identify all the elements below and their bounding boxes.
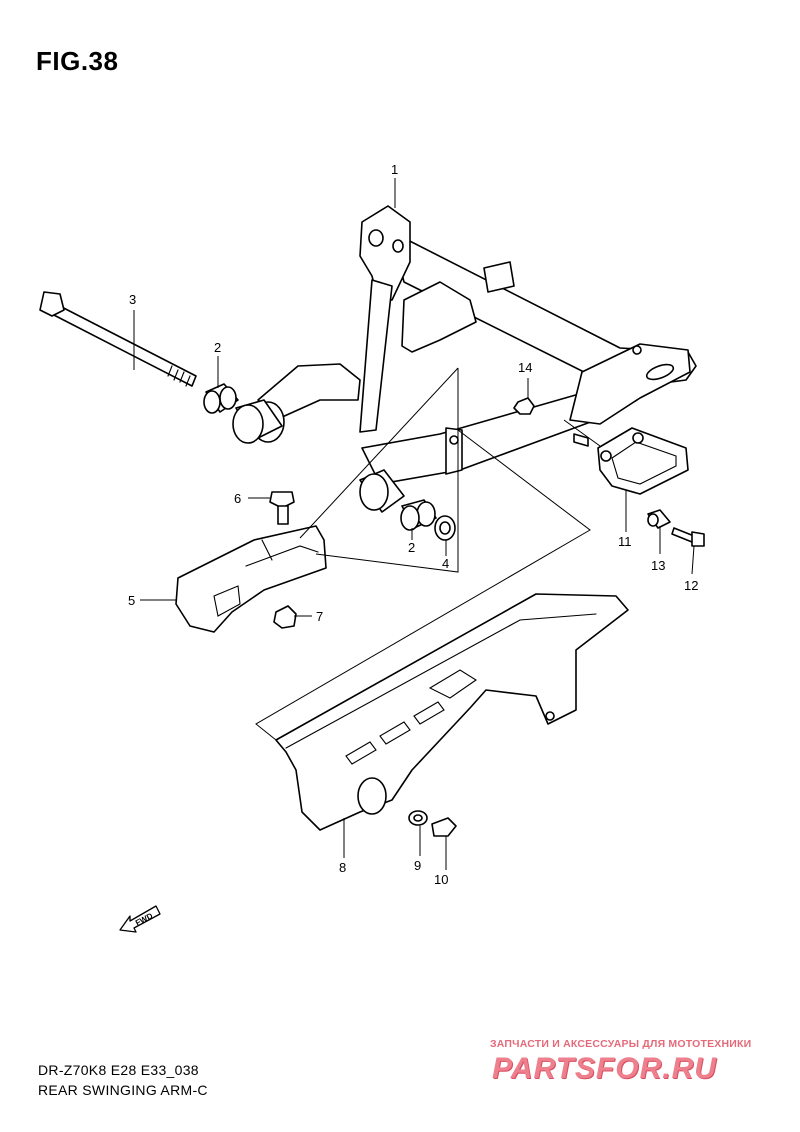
callout-labels: 1 2 2 3 4 5 6 7 8 9 10 11 12 13 14 <box>128 162 698 887</box>
spacer-part-2-upper[interactable] <box>203 383 239 414</box>
chain-case-part-8[interactable] <box>275 593 629 831</box>
callout-9: 9 <box>414 858 421 873</box>
figure-title: FIG.38 <box>36 46 119 76</box>
chain-slider-part-5[interactable] <box>175 525 327 633</box>
callout-2-lower: 2 <box>408 540 415 555</box>
callout-1: 1 <box>391 162 398 177</box>
washer-part-9[interactable] <box>408 810 428 826</box>
section-name: REAR SWINGING ARM-C <box>38 1082 208 1098</box>
callout-4: 4 <box>442 556 449 571</box>
model-code: DR-Z70K8 E28 E33_038 <box>38 1062 199 1078</box>
nut-part-4[interactable] <box>434 515 456 541</box>
watermark-brand-logo: PARTSFOR.RU <box>492 1052 717 1085</box>
callout-5: 5 <box>128 593 135 608</box>
bolt-part-12[interactable] <box>671 527 705 547</box>
nut-part-14[interactable] <box>513 397 535 415</box>
callout-13: 13 <box>651 558 665 573</box>
assembly-guide-lines <box>255 367 601 741</box>
watermark-tagline: ЗАПЧАСТИ И АКСЕССУАРЫ ДЛЯ МОТОТЕХНИКИ <box>490 1038 752 1050</box>
callout-14: 14 <box>518 360 532 375</box>
callout-leader-lines <box>133 178 695 870</box>
swing-arm-part-1[interactable] <box>232 205 697 513</box>
callout-12: 12 <box>684 578 698 593</box>
nut-part-7[interactable] <box>273 605 297 629</box>
callout-8: 8 <box>339 860 346 875</box>
spacer-part-2-lower[interactable] <box>400 499 437 531</box>
callout-10: 10 <box>434 872 448 887</box>
bolt-part-6[interactable] <box>269 491 295 525</box>
collar-part-13[interactable] <box>647 509 671 529</box>
pivot-bolt-part-3[interactable] <box>39 291 197 387</box>
callout-7: 7 <box>316 609 323 624</box>
chain-guide-part-11[interactable] <box>597 427 689 495</box>
callout-6: 6 <box>234 491 241 506</box>
callout-11: 11 <box>618 534 632 549</box>
fwd-arrow-icon: FWD <box>119 905 161 933</box>
bolt-part-10[interactable] <box>431 817 457 837</box>
callout-2-upper: 2 <box>214 340 221 355</box>
callout-3: 3 <box>129 292 136 307</box>
